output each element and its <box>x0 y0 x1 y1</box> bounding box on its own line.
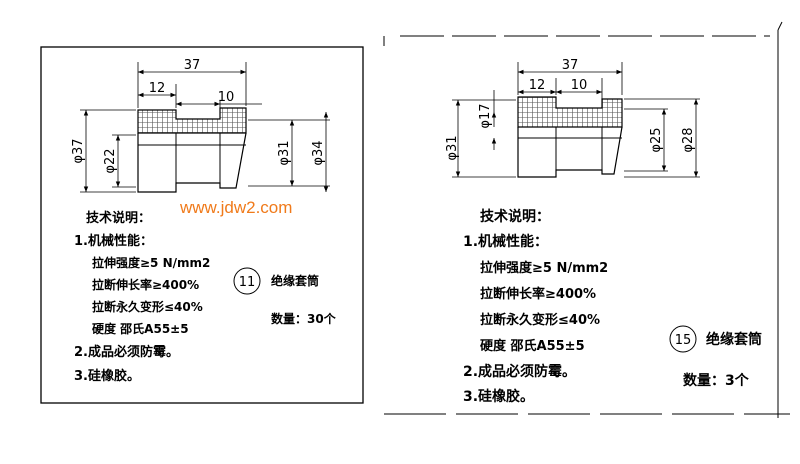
sheet-border-left <box>40 46 364 404</box>
notes-line5-left: 硬度 邵氏A55±5 <box>92 321 189 336</box>
tech-notes-right: 技术说明： 1.机械性能： 拉伸强度≥5 N/mm2 拉断伸长率≥400% 拉断… <box>463 208 608 405</box>
part-outline-right <box>517 126 623 178</box>
notes-line4-right: 拉断永久变形≤40% <box>480 312 600 328</box>
item-circle-left <box>233 267 261 295</box>
dim-groove-left: 10 <box>218 90 235 105</box>
extension-lines-left <box>80 62 330 193</box>
notes-line1-right: 1.机械性能： <box>463 233 548 250</box>
dimension-lines-left <box>83 69 329 192</box>
dim-mid-dia-right: φ25 <box>649 127 664 152</box>
dim-left-step-right: 12 <box>529 78 546 93</box>
notes-line7-right: 3.硅橡胶。 <box>463 388 534 405</box>
dim-bore-dia-right: φ17 <box>478 103 493 128</box>
tech-notes-left: 技术说明： 1.机械性能： 拉伸强度≥5 N/mm2 拉断伸长率≥400% 拉断… <box>74 210 210 384</box>
notes-title-left: 技术说明： <box>86 210 151 226</box>
sheet-frame-right <box>383 21 790 418</box>
part-view-left <box>137 107 247 193</box>
notes-line4-left: 拉断永久变形≤40% <box>92 299 203 314</box>
item-name-left: 绝缘套筒 <box>271 273 319 288</box>
notes-line2-right: 拉伸强度≥5 N/mm2 <box>480 260 608 276</box>
dim-right-dia-right: φ28 <box>681 127 696 152</box>
notes-line6-right: 2.成品必须防霉。 <box>463 363 576 380</box>
section-hatch-left <box>137 107 247 134</box>
item-number-left: 11 <box>239 275 256 290</box>
drawing-sheet-left: 37 12 10 φ37 φ22 φ31 φ34 www.jdw2.com 技术… <box>40 46 364 404</box>
part-outline-left <box>137 132 247 193</box>
notes-line5-right: 硬度 邵氏A55±5 <box>480 338 585 354</box>
notes-line2-left: 拉伸强度≥5 N/mm2 <box>92 255 210 270</box>
dim-outer-dia-right: φ31 <box>445 135 460 160</box>
dimension-lines-right <box>455 69 699 177</box>
section-hatch-right <box>517 96 623 128</box>
notes-line6-left: 2.成品必须防霉。 <box>74 344 179 360</box>
extension-lines-right <box>452 62 700 178</box>
dim-overall-length-left: 37 <box>184 58 201 73</box>
notes-line3-right: 拉断伸长率≥400% <box>480 286 596 302</box>
dim-overall-length-right: 37 <box>562 58 579 73</box>
item-name-right: 绝缘套筒 <box>706 331 762 348</box>
item-number-right: 15 <box>675 333 692 348</box>
item-circle-right <box>669 325 697 353</box>
dim-mid-dia-left: φ31 <box>277 140 292 165</box>
notes-line1-left: 1.机械性能： <box>74 233 153 249</box>
quantity-left: 数量：30个 <box>271 311 337 326</box>
part-view-right <box>517 96 623 178</box>
dim-left-step-left: 12 <box>149 81 166 96</box>
drawing-sheet-right: 37 12 10 φ31 φ17 φ25 φ28 技术说明： 1.机械性能： 拉… <box>383 21 790 418</box>
notes-line7-left: 3.硅橡胶。 <box>74 368 140 384</box>
notes-line3-left: 拉断伸长率≥400% <box>92 277 199 292</box>
dim-outer-dia-left: φ37 <box>71 138 86 163</box>
notes-title-right: 技术说明： <box>480 208 550 225</box>
dim-inner-dia-left: φ22 <box>103 148 118 173</box>
quantity-right: 数量：3个 <box>683 372 750 389</box>
dim-right-dia-left: φ34 <box>311 140 326 165</box>
watermark-text: www.jdw2.com <box>179 198 292 217</box>
dim-groove-right: 10 <box>571 78 588 93</box>
